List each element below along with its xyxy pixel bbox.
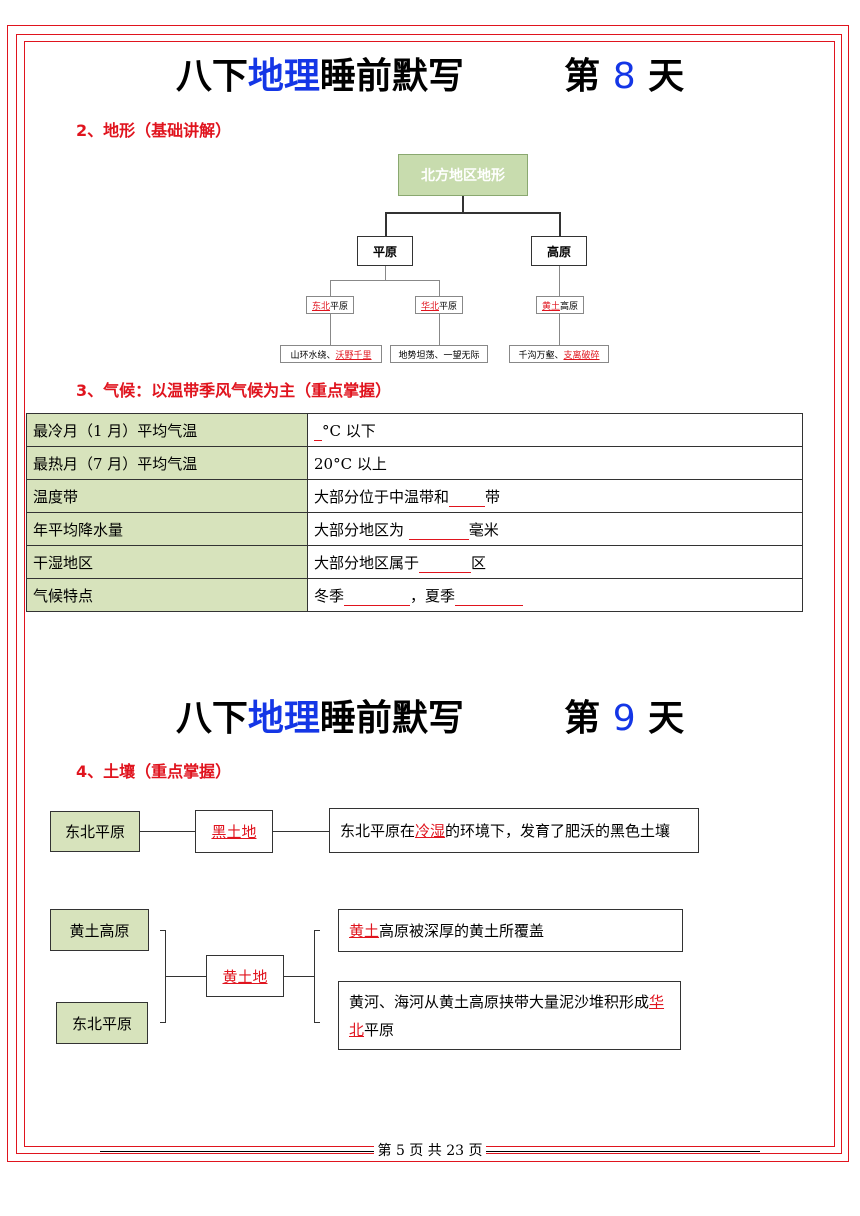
loess-desc-box: 黄土高原被深厚的黄土所覆盖 (338, 909, 683, 952)
leaf-north-china-plain: 华北平原 (415, 296, 463, 314)
row-label: 气候特点 (26, 578, 308, 612)
leaf-northeast-plain: 东北平原 (306, 296, 354, 314)
row-value: 冬季，夏季 (307, 578, 803, 612)
row-value: 大部分地区属于区 (307, 545, 803, 579)
row-label: 最热月（7 月）平均气温 (26, 446, 308, 480)
row-label: 最冷月（1 月）平均气温 (26, 413, 308, 447)
desc-loess-plateau: 千沟万壑、支离破碎 (509, 345, 609, 363)
table-row: 最冷月（1 月）平均气温 °C 以下 (26, 413, 803, 447)
row-label: 温度带 (26, 479, 308, 513)
loess-soil-box: 黄土地 (206, 955, 284, 997)
plain-node: 平原 (357, 236, 413, 266)
black-soil-box: 黑土地 (195, 810, 273, 853)
desc-north-china-plain: 地势坦荡、一望无际 (390, 345, 488, 363)
section-heading-terrain: 2、地形（基础讲解） (76, 121, 232, 140)
row-label: 年平均降水量 (26, 512, 308, 546)
table-row: 气候特点 冬季，夏季 (26, 578, 803, 612)
leaf-loess-plateau: 黄土高原 (536, 296, 584, 314)
row-value: 大部分地区为 毫米 (307, 512, 803, 546)
river-desc-box: 黄河、海河从黄土高原挟带大量泥沙堆积形成华北平原 (338, 981, 681, 1050)
section-heading-climate: 3、气候：以温带季风气候为主（重点掌握） (76, 381, 392, 400)
plateau-node: 高原 (531, 236, 587, 266)
desc-northeast-plain: 山环水绕、沃野千里 (280, 345, 382, 363)
day8-title: 八下地理睡前默写 第 8 天 (175, 56, 685, 97)
page-footer: 第 5 页 共 23 页 (0, 1142, 860, 1160)
page-border-outer (7, 25, 849, 1162)
ne-plain-box-2: 东北平原 (56, 1002, 148, 1044)
climate-table: 最冷月（1 月）平均气温 °C 以下 最热月（7 月）平均气温 20°C 以上 … (26, 413, 803, 612)
ne-soil-desc: 东北平原在冷湿的环境下，发育了肥沃的黑色土壤 (329, 808, 699, 853)
row-value: 20°C 以上 (307, 446, 803, 480)
row-value: °C 以下 (307, 413, 803, 447)
section-heading-soil: 4、土壤（重点掌握） (76, 762, 232, 781)
terrain-root-node: 北方地区地形 (398, 154, 528, 196)
table-row: 干湿地区 大部分地区属于区 (26, 545, 803, 579)
table-row: 最热月（7 月）平均气温 20°C 以上 (26, 446, 803, 480)
table-row: 温度带 大部分位于中温带和带 (26, 479, 803, 513)
loess-plateau-box: 黄土高原 (50, 909, 149, 951)
ne-plain-box: 东北平原 (50, 811, 140, 852)
row-value: 大部分位于中温带和带 (307, 479, 803, 513)
day9-title: 八下地理睡前默写 第 9 天 (175, 698, 685, 739)
table-row: 年平均降水量 大部分地区为 毫米 (26, 512, 803, 546)
row-label: 干湿地区 (26, 545, 308, 579)
